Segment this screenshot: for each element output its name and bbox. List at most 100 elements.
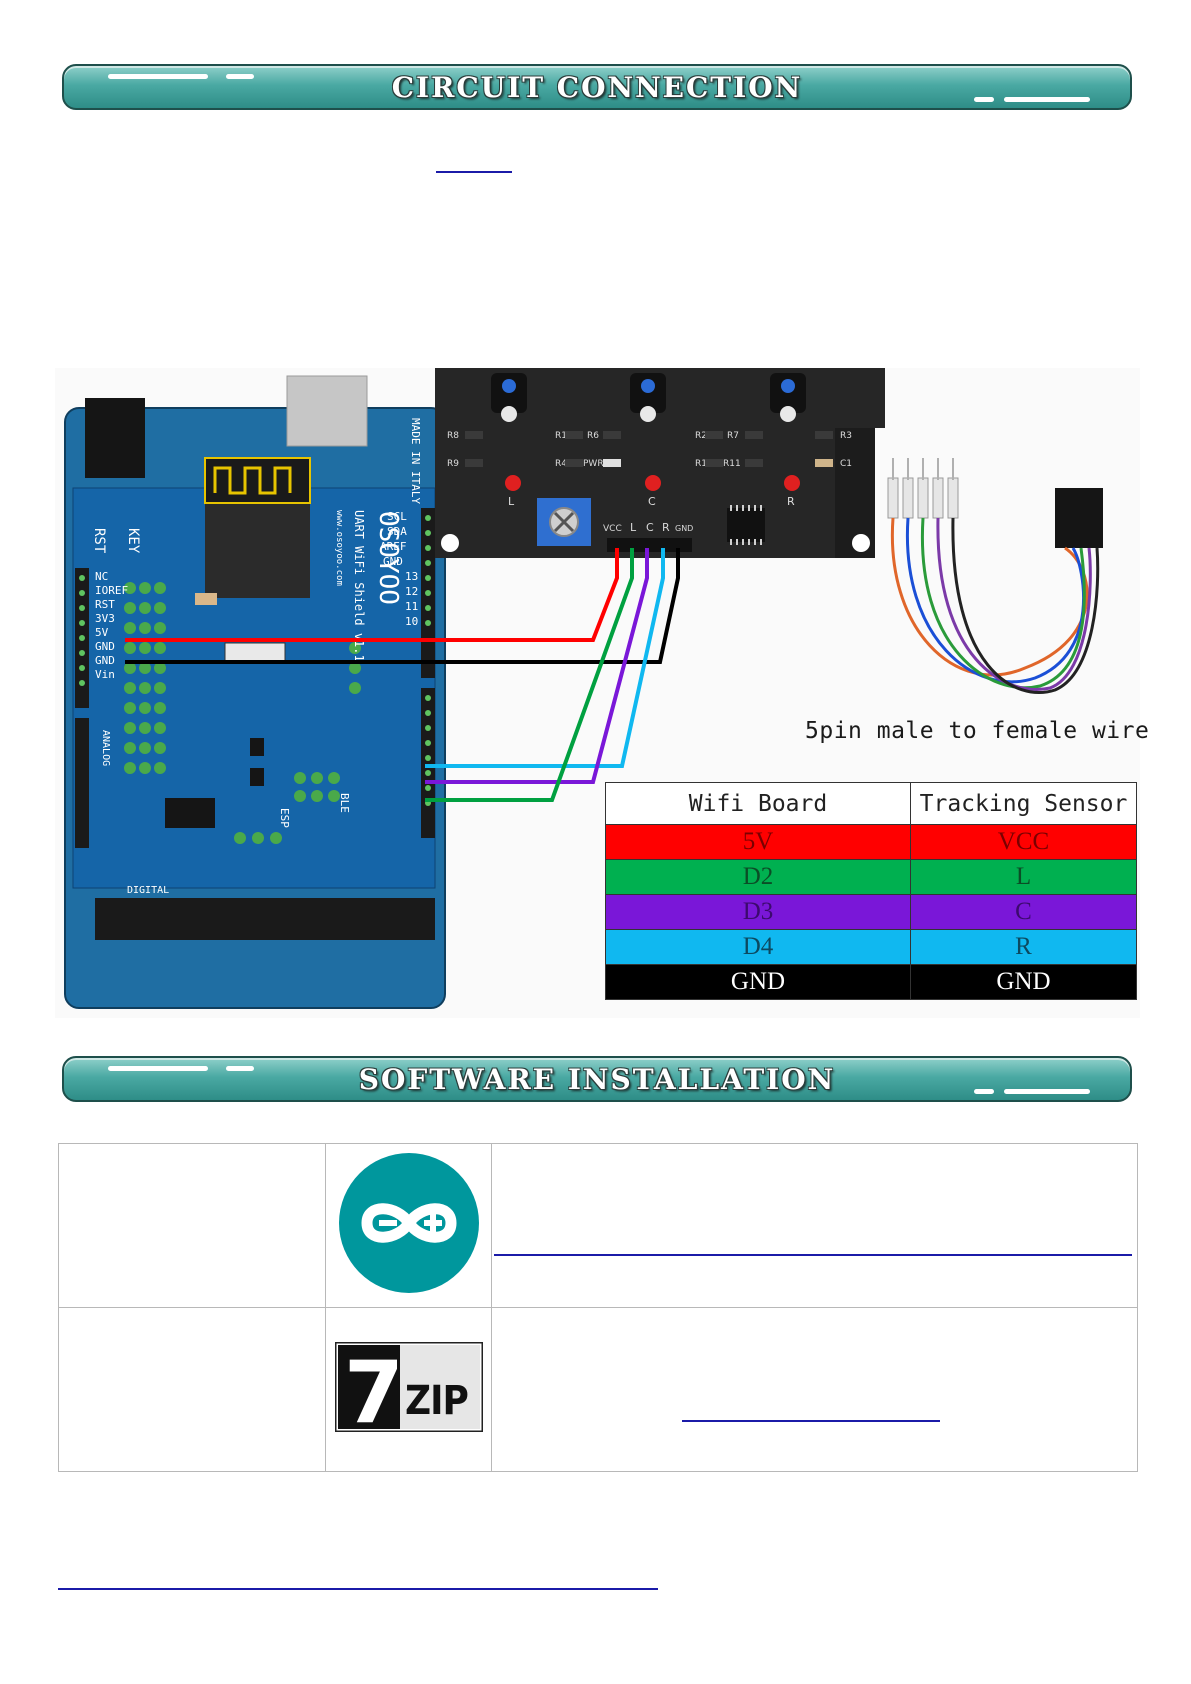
board-pin-cell: D4 [605,929,911,965]
hyperlink-underline[interactable] [58,1588,658,1590]
section-title: CIRCUIT CONNECTION [391,71,803,104]
resistor-label: C1 [840,459,852,469]
table-row: D3 C [605,894,1137,930]
led-label: C [648,495,656,508]
dupont-wire-bundle [887,458,1103,694]
resistor-label: R11 [723,459,741,469]
power-pin-label: IOREF [95,584,128,597]
software-name-cell [58,1307,326,1472]
board-pin-cell: D2 [605,859,911,895]
board-made-label: MADE IN ITALY [409,418,422,504]
power-pin-label: Vin [95,668,115,681]
digital-pin-label: 11 [405,600,418,613]
pin-mapping-table: Wifi Board Tracking Sensor 5V VCC D2 L D… [605,782,1137,1000]
digital-pin-label: GND [383,555,403,568]
sensor-pin-cell: C [910,894,1137,930]
download-link-underline[interactable] [494,1254,1132,1256]
digital-pin-label: AREF [380,540,407,553]
resistor-label: R7 [727,431,739,441]
board-key-label: KEY [125,528,141,554]
digital-pin-label: 13 [405,570,418,583]
power-pin-label: 5V [95,626,109,639]
7zip-seven: 7 [344,1343,404,1432]
sensor-pin-cell: VCC [910,824,1137,860]
sensor-pin-label: L [630,521,637,534]
board-ble-label: BLE [338,793,351,813]
digital-pin-label: SDA [387,525,407,538]
wire-black [125,548,680,664]
sensor-pin-label: R [662,521,670,534]
banner-decoration [226,1066,254,1071]
resistor-label: R2 [695,431,707,441]
tracking-sensor: R8 R1 R6 R2 R7 R3 R9 R4 PWR R10 R11 C1 L… [435,368,885,558]
resistor-label: PWR [583,459,604,469]
wire-caption: 5pin male to female wire [805,718,1150,744]
board-pin-cell: GND [605,964,911,1000]
software-logo-cell [325,1143,492,1308]
resistor-label: R3 [840,431,852,441]
table-row: GND GND [605,964,1137,1000]
banner-decoration [108,74,208,79]
board-shield-label: UART WiFi Shield v1.1 [352,510,366,662]
digital-pin-label: SCL [387,510,407,523]
sensor-pin-cell: GND [910,964,1137,1000]
7zip-logo: 7 ZIP [333,1340,484,1443]
hyperlink-underline[interactable] [436,171,512,173]
7zip-word: ZIP [405,1378,468,1424]
resistor-label: R9 [447,459,459,469]
wire-blue [425,548,665,768]
banner-decoration [1004,1089,1090,1094]
board-digital-label: DIGITAL [127,885,169,896]
wire-green [425,548,634,802]
board-brand-label: OSOYOO [373,511,403,605]
led-label: L [508,495,515,508]
sensor-pin-label: GND [675,524,693,533]
resistor-label: R6 [587,431,599,441]
software-installation-banner: SOFTWARE INSTALLATION [62,1056,1132,1102]
banner-decoration [974,97,994,102]
section-title: SOFTWARE INSTALLATION [358,1063,836,1096]
table-header: Wifi Board [605,782,911,825]
software-description-cell [491,1307,1138,1472]
table-row: D4 R [605,929,1137,965]
board-esp-label: ESP [278,808,291,828]
board-analog-label: ANALOG [100,730,111,766]
software-table: 7 ZIP [58,1143,1138,1472]
table-header-row: Wifi Board Tracking Sensor [605,782,1137,825]
power-pin-label: GND [95,640,115,653]
circuit-diagram: OSOYOO UART WiFi Shield v1.1 www.osoyoo.… [55,368,1140,1018]
banner-decoration [1004,97,1090,102]
sensor-pin-label: VCC [603,524,622,534]
sensor-pin-cell: R [910,929,1137,965]
table-row: 5V VCC [605,824,1137,860]
banner-decoration [108,1066,208,1071]
table-header: Tracking Sensor [910,782,1137,825]
table-row [58,1143,1138,1308]
board-site-label: www.osoyoo.com [334,510,344,586]
circuit-connection-banner: CIRCUIT CONNECTION [62,64,1132,110]
resistor-label: R10 [695,459,713,469]
sensor-pin-label: C [646,521,654,534]
power-pin-label: NC [95,570,108,583]
banner-decoration [974,1089,994,1094]
connection-wires [125,548,680,802]
download-link-underline[interactable] [682,1420,940,1422]
table-row: D2 L [605,859,1137,895]
digital-pin-label: 12 [405,585,418,598]
sensor-pin-cell: L [910,859,1137,895]
board-pin-cell: D3 [605,894,911,930]
table-row: 7 ZIP [58,1307,1138,1472]
power-pin-label: 3V3 [95,612,115,625]
wire-purple [425,548,649,784]
wire-red [125,548,619,642]
software-logo-cell: 7 ZIP [325,1307,492,1472]
board-rst-label: RST [91,528,107,554]
board-pin-cell: 5V [605,824,911,860]
software-name-cell [58,1143,326,1308]
banner-decoration [226,74,254,79]
power-pin-label: RST [95,598,115,611]
led-label: R [787,495,795,508]
digital-pin-label: 10 [405,615,418,628]
resistor-label: R1 [555,431,567,441]
wifi-shield-board: OSOYOO UART WiFi Shield v1.1 www.osoyoo.… [64,375,446,1009]
